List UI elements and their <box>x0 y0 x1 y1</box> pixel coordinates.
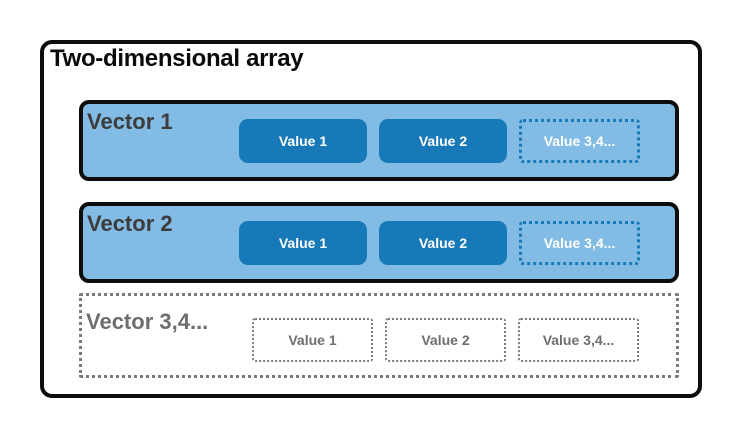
vector-label: Vector 2 <box>87 211 173 236</box>
value-box: Value 2 <box>379 220 507 265</box>
vector-row-1: Vector 1 Value 1 Value 2 Value 3,4... <box>79 100 679 181</box>
value-box-placeholder: Value 3,4... <box>519 118 640 163</box>
vector-row-2: Vector 2 Value 1 Value 2 Value 3,4... <box>79 202 679 283</box>
value-box: Value 1 <box>239 220 367 265</box>
value-box-placeholder: Value 3,4... <box>519 220 640 265</box>
value-box-placeholder: Value 1 <box>252 317 373 362</box>
vector-label: Vector 3,4... <box>86 309 209 334</box>
two-dimensional-array-container: Two-dimensional array Vector 1 Value 1 V… <box>40 40 702 398</box>
vector-label: Vector 1 <box>87 109 173 134</box>
value-box: Value 2 <box>379 118 507 163</box>
vector-row-placeholder: Vector 3,4... Value 1 Value 2 Value 3,4.… <box>79 293 679 378</box>
value-box-placeholder: Value 2 <box>385 317 506 362</box>
value-box-placeholder: Value 3,4... <box>518 317 639 362</box>
value-box: Value 1 <box>239 118 367 163</box>
diagram-title: Two-dimensional array <box>50 45 304 72</box>
